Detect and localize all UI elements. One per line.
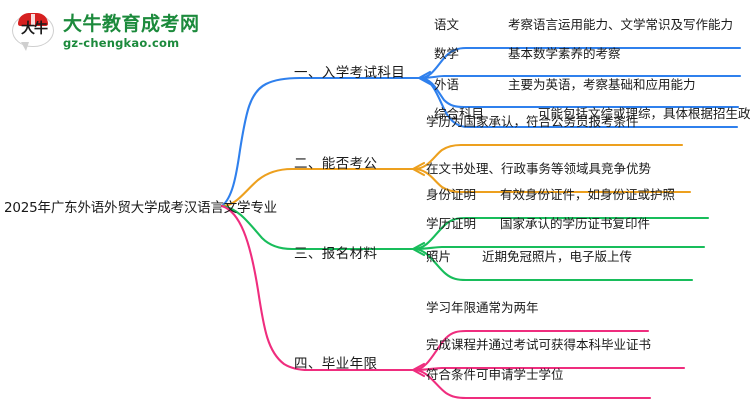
leaf-key: 学历证明 — [426, 216, 477, 231]
logo-mark-icon: 大牛 — [12, 12, 56, 52]
leaf-item[interactable]: 语文 考察语言运用能力、文学常识及写作能力 — [434, 10, 733, 37]
leaf-key: 数学 — [434, 46, 460, 61]
leaf-desc: 考察语言运用能力、文学常识及写作能力 — [508, 17, 734, 32]
leaf-desc: 符合条件可申请学士学位 — [426, 367, 564, 382]
arrow-head-branch-2 — [411, 161, 426, 177]
red-cap-shape — [18, 13, 48, 26]
speech-bubble-tail — [21, 42, 29, 51]
leaf-desc: 近期免冠照片，电子版上传 — [482, 249, 633, 264]
leaf-item[interactable]: 外语 主要为英语，考察基础和应用能力 — [434, 70, 696, 97]
root-node-label[interactable]: 2025年广东外语外贸大学成考汉语言文学专业 — [4, 200, 277, 216]
leaf-desc: 学历为国家承认，符合公务员报考条件 — [426, 114, 639, 129]
leaf-item[interactable]: 学历为国家承认，符合公务员报考条件 — [426, 107, 639, 134]
leaf-desc: 在文书处理、行政事务等领域具竞争优势 — [426, 161, 652, 176]
branch-label-graduation-duration[interactable]: 四、毕业年限 — [294, 356, 378, 372]
logo-mark-label: 大牛 — [21, 21, 48, 37]
leaf-item[interactable]: 学习年限通常为两年 — [426, 293, 539, 320]
leaf-desc: 基本数学素养的考察 — [508, 46, 621, 61]
leaf-desc: 完成课程并通过考试可获得本科毕业证书 — [426, 337, 652, 352]
leaf-item[interactable]: 身份证明 有效身份证件，如身份证或护照 — [426, 180, 675, 207]
branch-label-civil-service[interactable]: 二、能否考公 — [294, 156, 378, 172]
leaf-desc: 国家承认的学历证书复印件 — [500, 216, 651, 231]
leaf-item[interactable]: 完成课程并通过考试可获得本科毕业证书 — [426, 330, 651, 357]
leaf-key: 综合科目 — [434, 106, 485, 121]
leaf-item[interactable]: 数学 基本数学素养的考察 — [434, 39, 621, 66]
branch-label-application-materials[interactable]: 三、报名材料 — [294, 246, 378, 262]
leaf-item[interactable]: 符合条件可申请学士学位 — [426, 360, 564, 387]
leaf-desc: 有效身份证件，如身份证或护照 — [500, 187, 676, 202]
leaf-item[interactable]: 照片 近期免冠照片，电子版上传 — [426, 242, 632, 269]
leaf-key: 身份证明 — [426, 187, 477, 202]
leaf-desc: 学习年限通常为两年 — [426, 300, 539, 315]
logo-title: 大牛教育成考网 — [63, 12, 200, 35]
logo-text-block: 大牛教育成考网 gz-chengkao.com — [63, 12, 200, 50]
leaf-key: 外语 — [434, 77, 460, 92]
leaf-key: 语文 — [434, 17, 460, 32]
leaf-item[interactable]: 学历证明 国家承认的学历证书复印件 — [426, 209, 650, 236]
branch-label-exam-subjects[interactable]: 一、入学考试科目 — [294, 65, 406, 81]
leaf-key: 照片 — [426, 249, 452, 264]
logo-subtitle-url: gz-chengkao.com — [63, 35, 180, 50]
leaf-desc: 可能包括文综或理综，具体根据招生政策调整 — [538, 106, 750, 121]
leaf-desc: 主要为英语，考察基础和应用能力 — [508, 77, 696, 92]
leaf-item[interactable]: 在文书处理、行政事务等领域具竞争优势 — [426, 154, 651, 181]
arrow-head-branch-3 — [411, 241, 426, 257]
leaf-item[interactable]: 综合科目 可能包括文综或理综，具体根据招生政策调整 — [434, 99, 750, 126]
site-logo: 大牛 大牛教育成考网 gz-chengkao.com — [12, 8, 227, 56]
arrow-head-branch-1 — [417, 70, 432, 86]
